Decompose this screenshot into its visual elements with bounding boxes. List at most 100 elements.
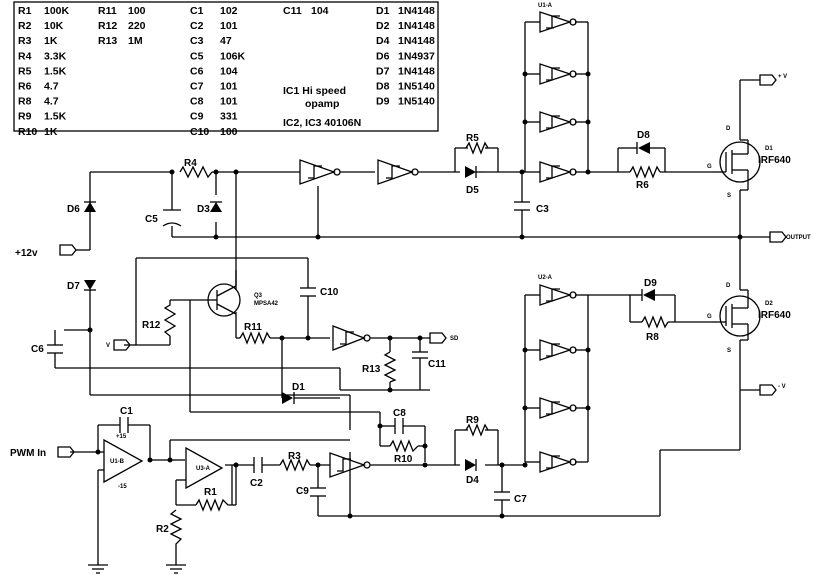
r9-symbol <box>465 423 489 437</box>
table-ref-c10: C10 <box>190 126 209 138</box>
r4-symbol <box>179 165 213 179</box>
u1-gate-3 <box>539 111 573 133</box>
u1-gate-1 <box>539 11 573 33</box>
label-d9: D9 <box>644 278 657 289</box>
r5-symbol <box>465 141 489 155</box>
table-ref-d1: D1 <box>376 5 390 17</box>
table-ref-r11: R11 <box>98 5 117 17</box>
label-c11: C11 <box>428 359 446 370</box>
diodes <box>84 142 658 471</box>
label-u3a: U3-A <box>196 466 211 472</box>
opamp-u3a <box>185 446 224 490</box>
label-r11: R11 <box>244 322 262 333</box>
q3-transistor <box>207 270 241 317</box>
label-r3: R3 <box>288 451 301 462</box>
r1-symbol <box>195 498 232 512</box>
label-c8: C8 <box>393 408 406 419</box>
d5-symbol <box>465 166 485 178</box>
label-r4: R4 <box>184 158 197 169</box>
junction-dots <box>87 71 743 519</box>
label-minus-v: - V <box>778 384 786 390</box>
ic23-note: IC2, IC3 40106N <box>283 117 361 129</box>
table-ref-c1: C1 <box>190 5 204 17</box>
table-value-c5: 106K <box>220 50 246 62</box>
opamp-u1b <box>103 438 144 484</box>
label-r6: R6 <box>636 180 649 191</box>
table-value-c9: 331 <box>220 111 238 123</box>
d4-symbol <box>465 459 477 471</box>
table-ref-d4: D4 <box>376 35 390 47</box>
table-value-c2: 101 <box>220 20 238 32</box>
label-c2: C2 <box>250 478 263 489</box>
component-labels: R4 R5 R6 R8 R9 R10 R11 R12 R13 R1 R2 R3 … <box>10 3 811 535</box>
plus12-port <box>59 244 77 256</box>
d7-symbol <box>84 280 96 291</box>
label-plus-v: + V <box>778 74 787 80</box>
u1-gate-2 <box>539 63 573 85</box>
r12-symbol <box>163 300 177 345</box>
label-mosfet-lower-s: S <box>727 348 731 354</box>
label-plus12v: +12v <box>15 248 38 259</box>
r11-symbol <box>239 331 271 345</box>
label-u1b: U1-B <box>110 459 125 465</box>
minus-v-port <box>759 384 777 396</box>
label-q3-part: MPSA42 <box>254 301 279 307</box>
table-ref-d7: D7 <box>376 65 390 77</box>
ic-gate-sd <box>332 325 366 351</box>
table-value-r13: 1M <box>128 35 143 47</box>
label-c1: C1 <box>120 406 133 417</box>
label-mosfet-upper: D1 <box>765 146 773 152</box>
label-d4: D4 <box>466 475 479 486</box>
table-ref-c7: C7 <box>190 81 204 93</box>
u2-gate-3 <box>539 397 573 419</box>
label-mosfet-upper-g: G <box>707 164 712 170</box>
table-ref-r10: R10 <box>18 126 37 138</box>
label-c10: C10 <box>320 287 339 298</box>
label-mosfet-lower-part: IRF640 <box>758 310 791 321</box>
label-r2: R2 <box>156 524 169 535</box>
table-value-c11: 104 <box>311 5 329 17</box>
label-c7: C7 <box>514 494 527 505</box>
label-d1: D1 <box>292 382 305 393</box>
ic-gate-top-2 <box>377 159 414 185</box>
port-connectors <box>57 74 787 458</box>
table-ref-c3: C3 <box>190 35 204 47</box>
mosfet-lower <box>712 289 761 341</box>
label-mosfet-upper-s: S <box>727 193 731 199</box>
table-value-d8: 1N5140 <box>398 81 435 93</box>
label-output: OUTPUT <box>786 235 811 241</box>
label-mosfet-lower: D2 <box>765 301 773 307</box>
d9-symbol <box>628 289 658 301</box>
label-r10: R10 <box>394 454 413 465</box>
label-d5: D5 <box>466 185 479 196</box>
table-value-r9: 1.5K <box>44 111 67 123</box>
table-value-d7: 1N4148 <box>398 65 435 77</box>
label-pwm-in: PWM In <box>10 448 46 459</box>
table-ref-d9: D9 <box>376 96 390 108</box>
table-value-r12: 220 <box>128 20 146 32</box>
table-ref-r8: R8 <box>18 96 32 108</box>
table-ref-r3: R3 <box>18 35 32 47</box>
label-c3: C3 <box>536 204 549 215</box>
table-value-d4: 1N4148 <box>398 35 435 47</box>
sd-port <box>429 332 447 344</box>
label-c5: C5 <box>145 214 158 225</box>
r10-symbol <box>389 439 419 453</box>
table-value-r5: 1.5K <box>44 65 67 77</box>
label-q3: Q3 <box>254 293 263 299</box>
d1-symbol <box>282 392 295 404</box>
capacitors <box>47 201 530 501</box>
table-value-r4: 3.3K <box>44 50 67 62</box>
table-value-r1: 100K <box>44 5 70 17</box>
table-value-c1: 102 <box>220 5 238 17</box>
label-sd: SD <box>450 336 459 342</box>
table-value-r6: 4.7 <box>44 81 59 93</box>
table-ref-r13: R13 <box>98 35 117 47</box>
table-value-r2: 10K <box>44 20 64 32</box>
